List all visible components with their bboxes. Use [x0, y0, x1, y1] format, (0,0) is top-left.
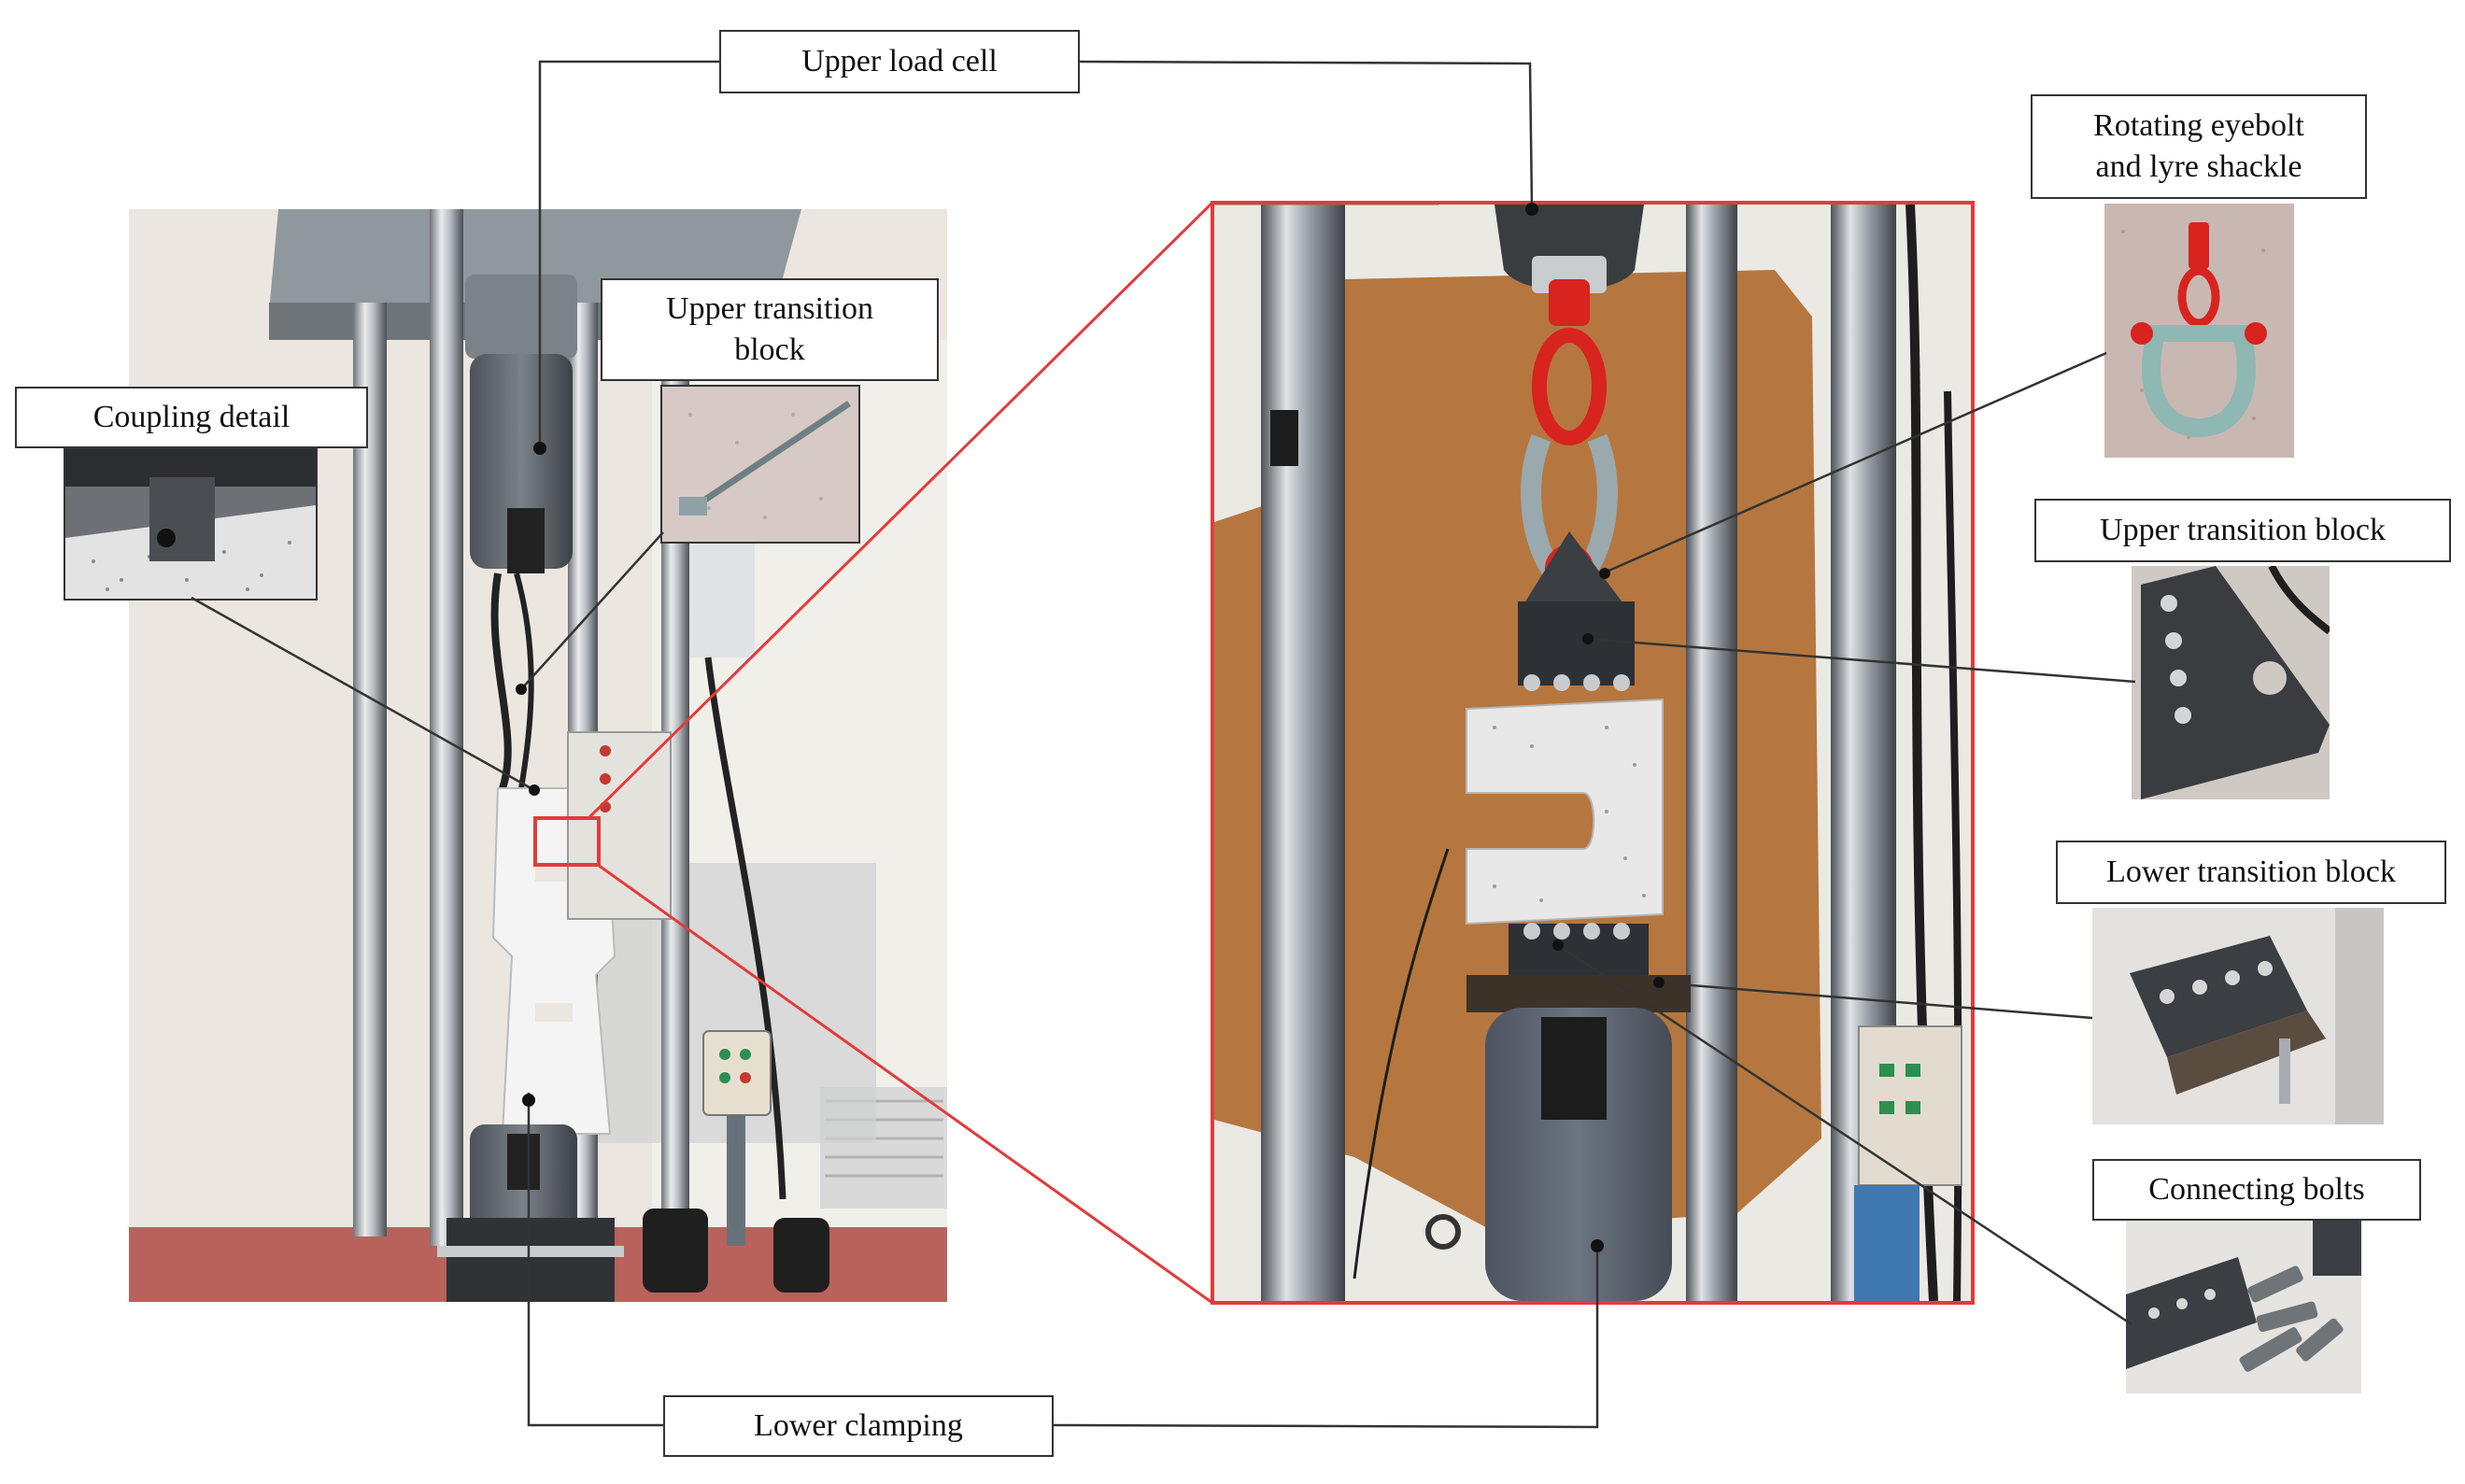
marker-upper-transition: [516, 684, 527, 695]
leader-upper-load-cell-left: [538, 60, 719, 448]
label-upper-transition-block-left: Upper transition block: [601, 278, 939, 381]
connecting-bolts-illustration: [2126, 1220, 2361, 1393]
label-upper-transition-block-right: Upper transition block: [2034, 499, 2451, 562]
marker-lower-clamping: [522, 1094, 535, 1107]
lower-transition-block-illustration: [2092, 908, 2384, 1124]
leader-upper-transition-right: [1587, 637, 2136, 684]
upper-transition-block-photo: [2132, 566, 2330, 799]
zoomed-specimen-photo: [1211, 201, 1975, 1305]
leader-upper-transition-left: [520, 531, 664, 690]
label-rotating-eyebolt-line1: Rotating eyebolt: [2093, 108, 2304, 143]
leader-upper-load-cell-right: [1078, 60, 1534, 208]
zoomed-specimen-illustration: [1214, 205, 1971, 1301]
label-rotating-eyebolt: Rotating eyebolt and lyre shackle: [2031, 94, 2367, 199]
label-lower-transition-block: Lower transition block: [2056, 841, 2446, 904]
leader-eyebolt: [1606, 351, 2107, 573]
marker-lower-transition: [1653, 977, 1665, 988]
coupling-detail-inset: [64, 447, 318, 601]
marker-connecting-bolts: [1552, 940, 1564, 951]
upper-transition-block-inset-illustration: [662, 387, 858, 542]
marker-upper-transition-zoom: [1582, 633, 1594, 644]
eyebolt-shackle-photo: [2104, 204, 2294, 458]
label-coupling-detail: Coupling detail: [15, 387, 368, 448]
marker-coupling: [529, 784, 540, 796]
connecting-bolts-photo: [2126, 1220, 2361, 1393]
lower-transition-block-photo: [2092, 908, 2384, 1124]
zoom-line-top: [587, 201, 1214, 820]
label-upper-transition-block-left-line1: Upper transition: [666, 291, 873, 326]
leader-coupling-detail: [191, 596, 535, 792]
upper-transition-block-illustration: [2132, 566, 2330, 799]
leader-lower-clamping-right: [1053, 1244, 1599, 1429]
label-lower-clamping: Lower clamping: [663, 1395, 1054, 1457]
marker-upper-load-cell: [533, 442, 546, 455]
upper-transition-block-inset: [660, 385, 860, 544]
label-upper-load-cell: Upper load cell: [719, 30, 1080, 93]
leader-connecting-bolts: [1557, 943, 2132, 1326]
eyebolt-shackle-illustration: [2104, 204, 2294, 458]
label-upper-transition-block-left-line2: block: [734, 332, 805, 367]
zoom-line-bottom: [597, 863, 1213, 1305]
leader-lower-transition: [1656, 981, 2093, 1020]
label-rotating-eyebolt-line2: and lyre shackle: [2095, 149, 2302, 184]
marker-lower-clamping-zoom: [1591, 1239, 1604, 1252]
leader-lower-clamping-left: [527, 1093, 663, 1427]
marker-eyebolt: [1599, 568, 1610, 579]
marker-load-cell-zoom: [1525, 203, 1538, 216]
coupling-detail-illustration: [65, 449, 316, 599]
label-connecting-bolts: Connecting bolts: [2092, 1159, 2421, 1221]
